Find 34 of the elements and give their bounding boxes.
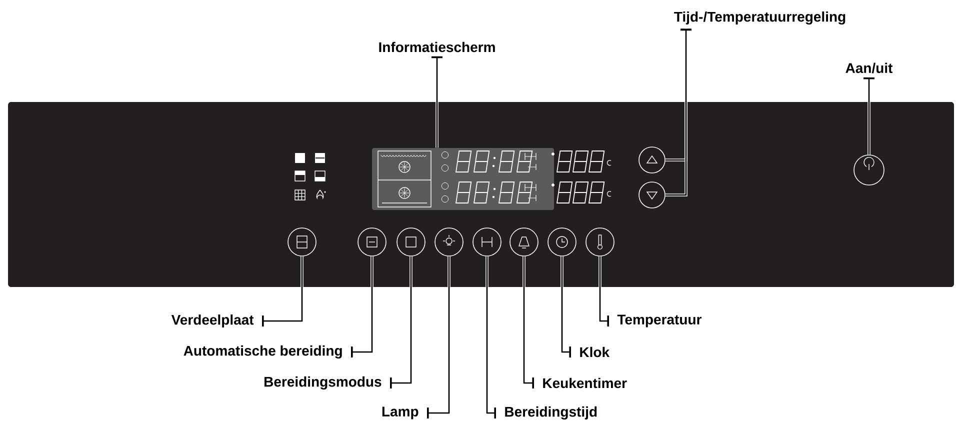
button — [638, 182, 666, 208]
button — [396, 228, 426, 256]
button — [472, 228, 502, 256]
button — [548, 228, 576, 256]
callout-label: Klok — [580, 346, 610, 358]
button — [358, 228, 386, 256]
leader-line — [351, 256, 374, 358]
callout-label: Tijd-/Temperatuurregeling — [674, 11, 846, 25]
leader-line — [598, 256, 609, 326]
callout-label: Automatische bereiding — [184, 345, 342, 359]
callout-label: Informatiescherm — [379, 42, 495, 52]
callout-label: Bereidingstijd — [505, 406, 597, 420]
callout-label: Bereidingsmodus — [264, 376, 382, 390]
leader-line — [522, 256, 534, 388]
leader-line — [486, 256, 496, 418]
button — [638, 146, 666, 174]
leader-line — [560, 256, 571, 358]
leader-line — [665, 28, 692, 196]
button — [288, 228, 316, 256]
callout-label: Lamp — [382, 406, 418, 420]
leader-line — [390, 256, 412, 388]
display-drawing — [372, 148, 612, 210]
button — [854, 154, 884, 186]
button — [586, 228, 614, 256]
leader-line — [432, 56, 442, 148]
button — [434, 228, 464, 256]
callout-label: Temperatuur — [617, 314, 702, 328]
leader-line — [864, 77, 874, 155]
leader-line — [427, 256, 450, 418]
callout-label: Aan/uit — [846, 62, 893, 74]
button — [510, 228, 538, 256]
callout-label: Keukentimer — [543, 378, 627, 388]
leader-line — [262, 256, 304, 326]
callout-label: Verdeelplaat — [171, 314, 254, 328]
